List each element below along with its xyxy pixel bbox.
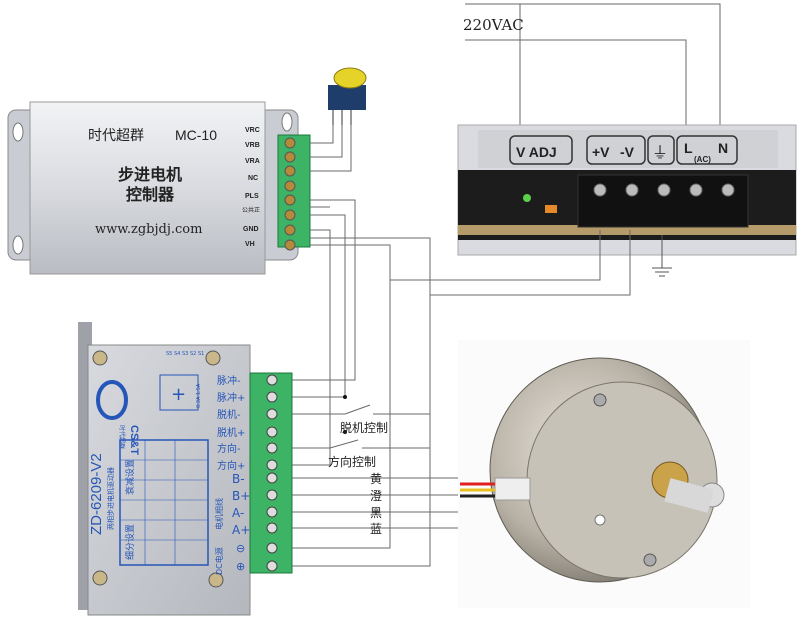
motor-phase-label: 电机相线 <box>214 498 224 530</box>
driver-label-a-plus: A+ <box>232 523 250 537</box>
current-adjust-icon: + <box>171 384 186 405</box>
control-wires <box>290 125 631 567</box>
terminal-label-nc: NC <box>248 175 258 182</box>
driver-label-pulse-minus: 脉冲- <box>217 374 241 387</box>
ac-input-wires <box>465 3 721 150</box>
switch-label: S2 <box>190 351 196 357</box>
terminal-label-common: 公共正 <box>242 206 260 214</box>
driver-label-a-minus: A- <box>232 506 244 520</box>
current-range-label: 0.3A 1.5A <box>196 383 202 408</box>
controller-brand: 时代超群 <box>88 128 144 144</box>
terminal-label-vra: VRA <box>245 158 260 165</box>
direction-control-label: 方向控制 <box>328 454 376 469</box>
plus-v-label: +V <box>592 144 610 160</box>
decay-title: 衰减设置 <box>124 459 136 495</box>
controller-website: www.zgbjdj.com <box>95 222 202 237</box>
driver-label-b-plus: B+ <box>232 489 250 503</box>
controller-terminals <box>284 137 296 251</box>
switch-label: S3 <box>182 351 188 357</box>
stepper-motor-photo <box>458 340 750 608</box>
terminal-label-vrc: VRC <box>245 127 260 134</box>
wire-color-black: 黑 <box>370 506 382 520</box>
n-label: N <box>718 140 728 156</box>
driver-label-enable-plus: 脱机+ <box>217 426 245 439</box>
potentiometer <box>328 67 367 125</box>
switch-label: S5 <box>166 351 172 357</box>
driver-logo-text: CS&T <box>128 425 140 455</box>
switch-label: S4 <box>174 351 180 357</box>
driver-label-dc-minus: ⊖ <box>236 542 245 555</box>
controller-title-1: 步进电机 <box>118 165 182 184</box>
terminal-label-gnd: GND <box>243 226 259 233</box>
l-label: L <box>684 140 693 156</box>
controller-model: MC-10 <box>175 127 217 143</box>
ac-label: (AC) <box>694 155 711 164</box>
controller-box <box>7 101 311 275</box>
driver-label-b-minus: B- <box>232 472 245 486</box>
ground-label: ⏚ <box>652 143 668 162</box>
driver-model: ZD-6209-V2 <box>88 453 105 535</box>
driver-label-dir-minus: 方向- <box>217 442 241 455</box>
enable-control-label: 脱机控制 <box>340 420 388 435</box>
driver-label-dir-plus: 方向+ <box>217 459 245 472</box>
terminal-label-pls: PLS <box>245 193 259 200</box>
switch-label: S1 <box>198 351 204 357</box>
minus-v-label: -V <box>620 144 635 160</box>
terminal-label-vh: VH <box>245 241 255 248</box>
wire-color-yellow: 黄 <box>370 472 382 486</box>
driver-logo-subtext: 时代超群 <box>118 425 126 449</box>
microstep-title: 细分设置 <box>124 524 136 560</box>
terminal-label-vrb: VRB <box>245 142 260 149</box>
ac-voltage-label: 220VAC <box>463 16 524 34</box>
driver-label-dc-plus: ⊕ <box>236 560 245 573</box>
stepper-driver: + <box>78 322 293 616</box>
driver-label-pulse-plus: 脉冲+ <box>217 391 245 404</box>
wire-color-orange: 澄 <box>370 488 382 503</box>
power-supply <box>457 124 797 256</box>
vadj-label: V ADJ <box>516 144 557 160</box>
driver-subtitle: 两相步进电机驱动器 <box>106 467 115 530</box>
ground-symbol-icon <box>652 235 672 277</box>
dc-power-label: DC电源 <box>214 547 224 575</box>
driver-terminals <box>266 374 278 572</box>
driver-label-enable-minus: 脱机- <box>217 408 241 421</box>
wire-color-blue: 蓝 <box>370 522 382 536</box>
driver-logo-icon <box>96 380 128 420</box>
controller-title-2: 控制器 <box>126 185 175 204</box>
